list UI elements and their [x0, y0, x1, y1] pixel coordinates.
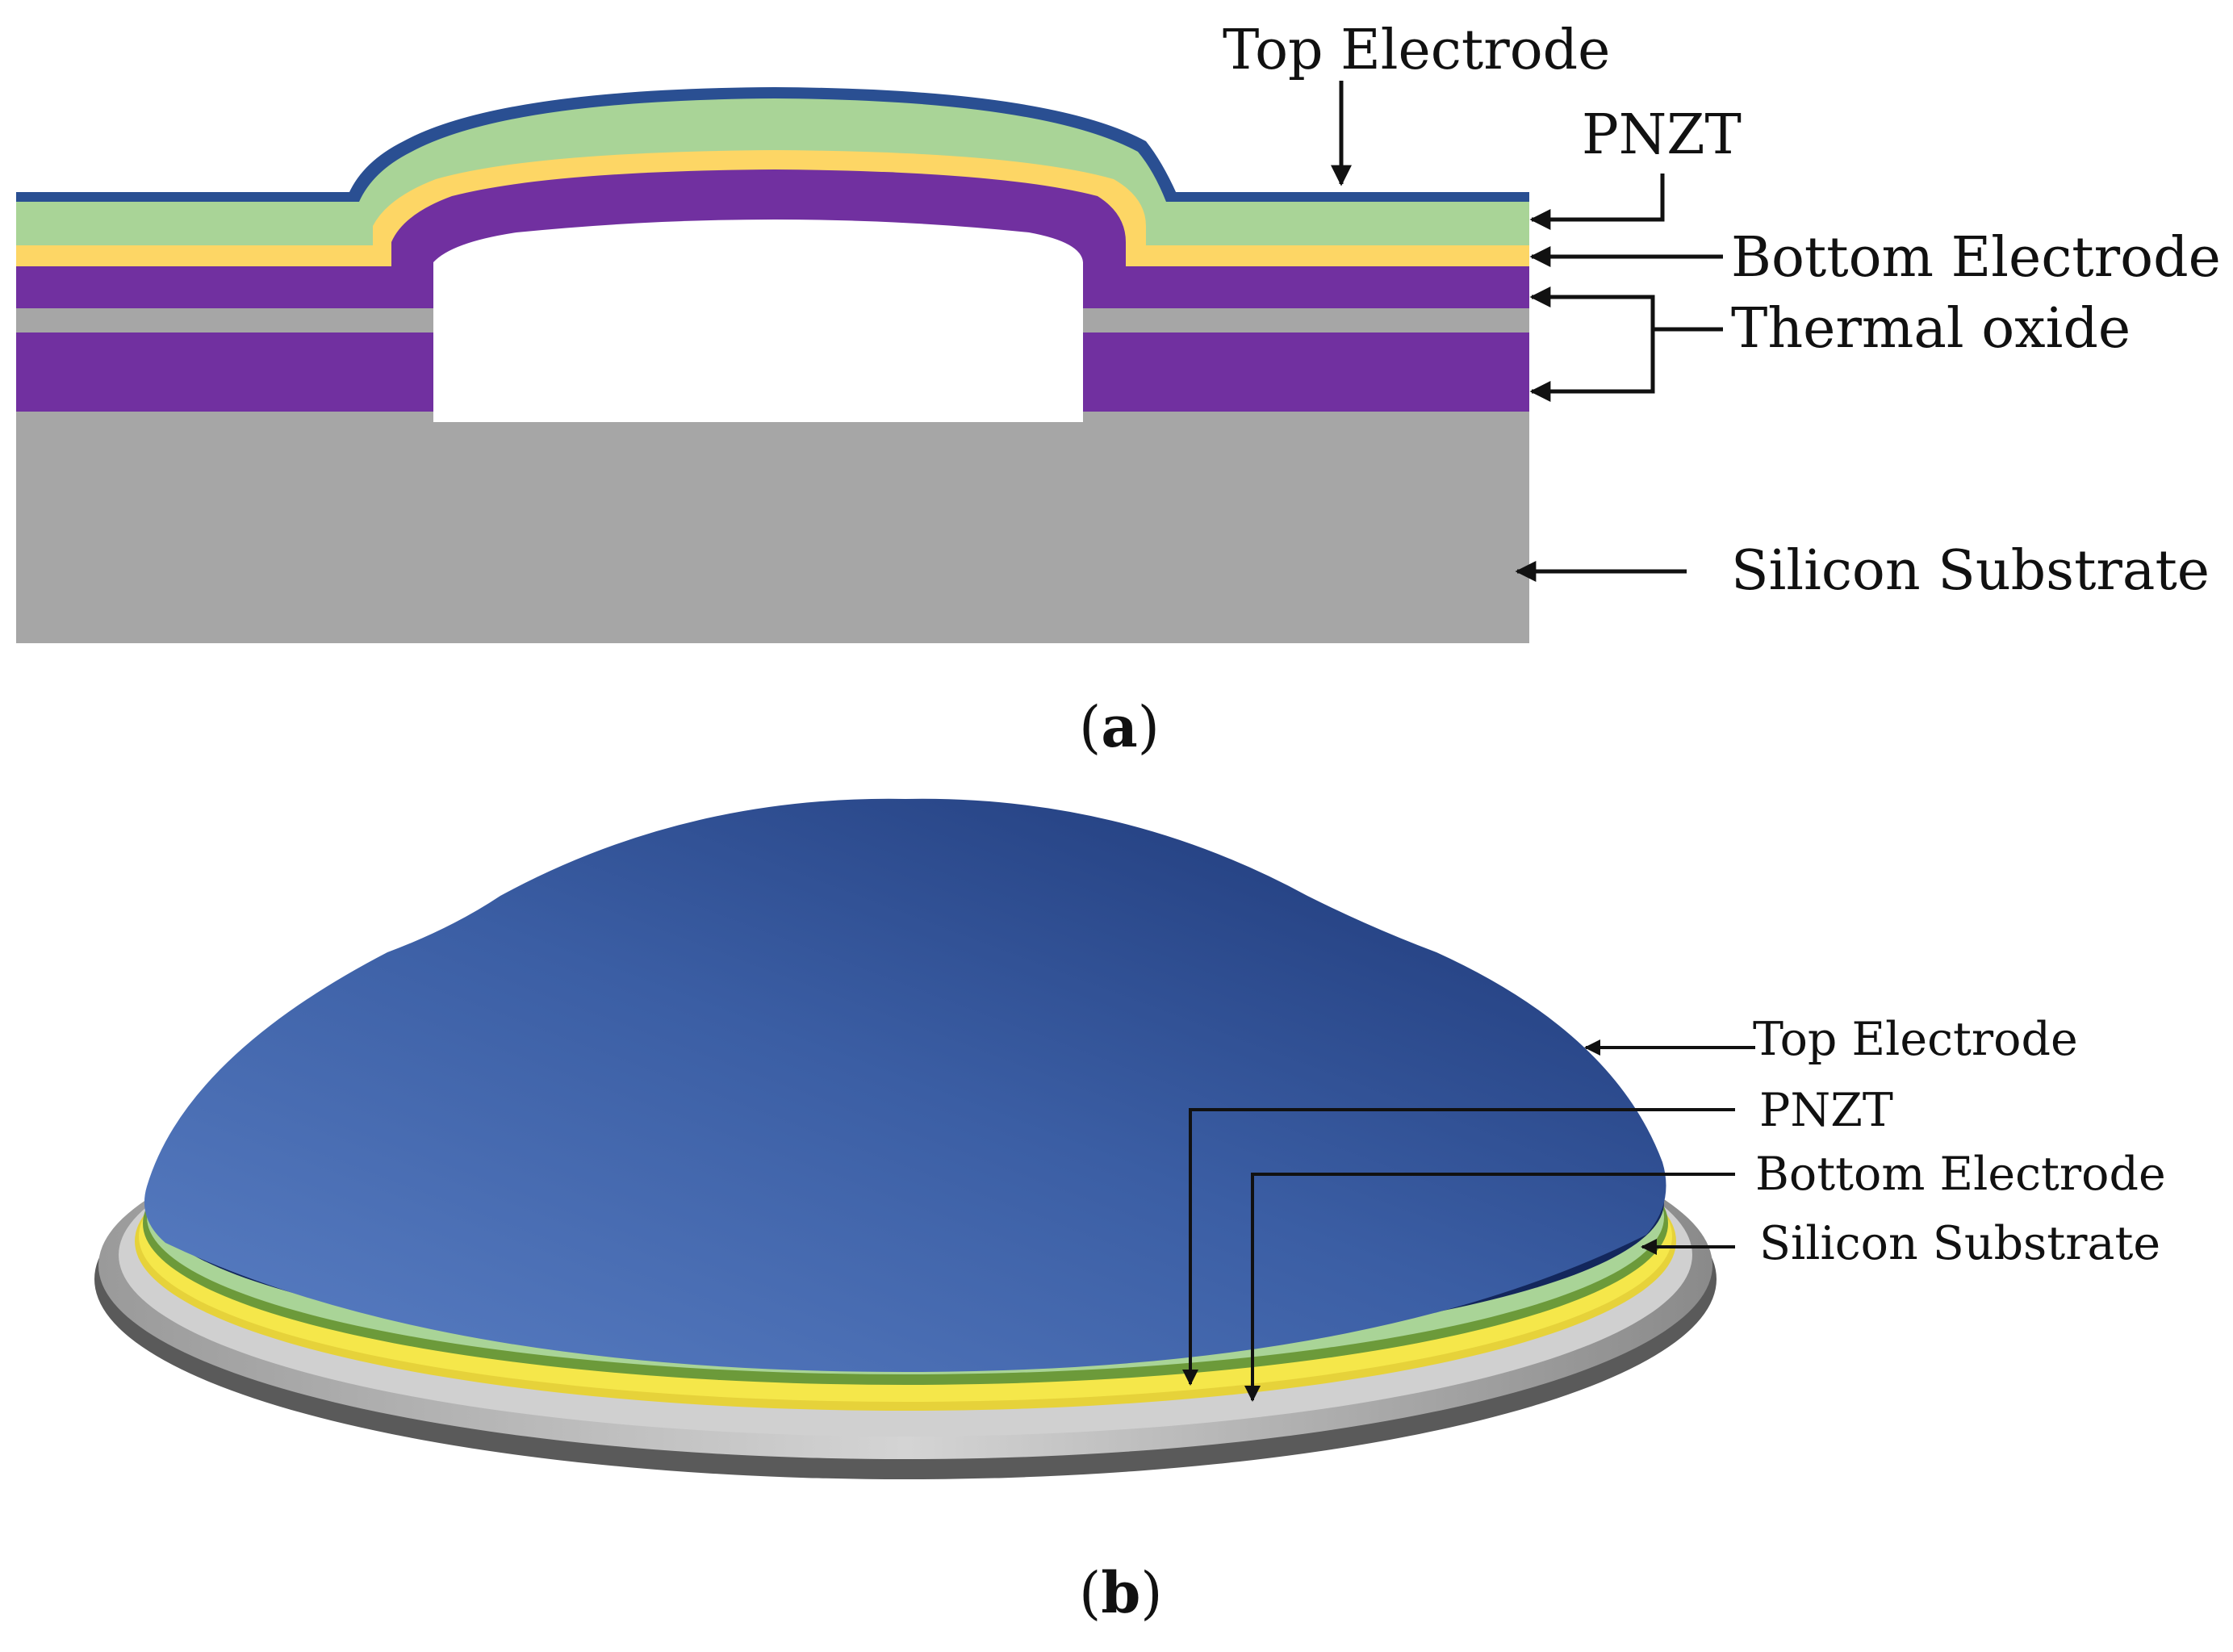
label-bottom-electrode-a: Bottom Electrode [1731, 226, 2221, 290]
label-top-electrode-b: Top Electrode [1753, 1013, 2078, 1066]
thermal-oxide-leader [1532, 295, 1655, 394]
label-silicon-substrate-a: Silicon Substrate [1731, 539, 2210, 603]
silicon-substrate-layer [16, 408, 1529, 643]
pnzt-leader-b [1182, 1108, 1735, 1386]
label-top-electrode-a: Top Electrode [1223, 19, 1610, 82]
caption-a: (a) [1079, 693, 1160, 760]
label-silicon-substrate-b: Silicon Substrate [1759, 1217, 2160, 1270]
top-electrode-dome-3d [144, 798, 1666, 1372]
label-bottom-electrode-b: Bottom Electrode [1755, 1148, 2166, 1201]
label-pnzt-b: PNZT [1759, 1084, 1893, 1137]
caption-b: (b) [1079, 1559, 1163, 1626]
pnzt-leader [1529, 174, 1665, 230]
label-thermal-oxide-a: Thermal oxide [1731, 297, 2131, 361]
label-pnzt-a: PNZT [1582, 103, 1742, 167]
bottom-electrode-leader-b [1244, 1173, 1735, 1402]
panel-a-cross-section: Top Electrode PNZT Bottom Electrode Ther… [16, 19, 2221, 760]
panel-b-3d-view: Top Electrode PNZT Bottom Electrode Sili… [94, 798, 2166, 1626]
cavity [433, 220, 1083, 422]
